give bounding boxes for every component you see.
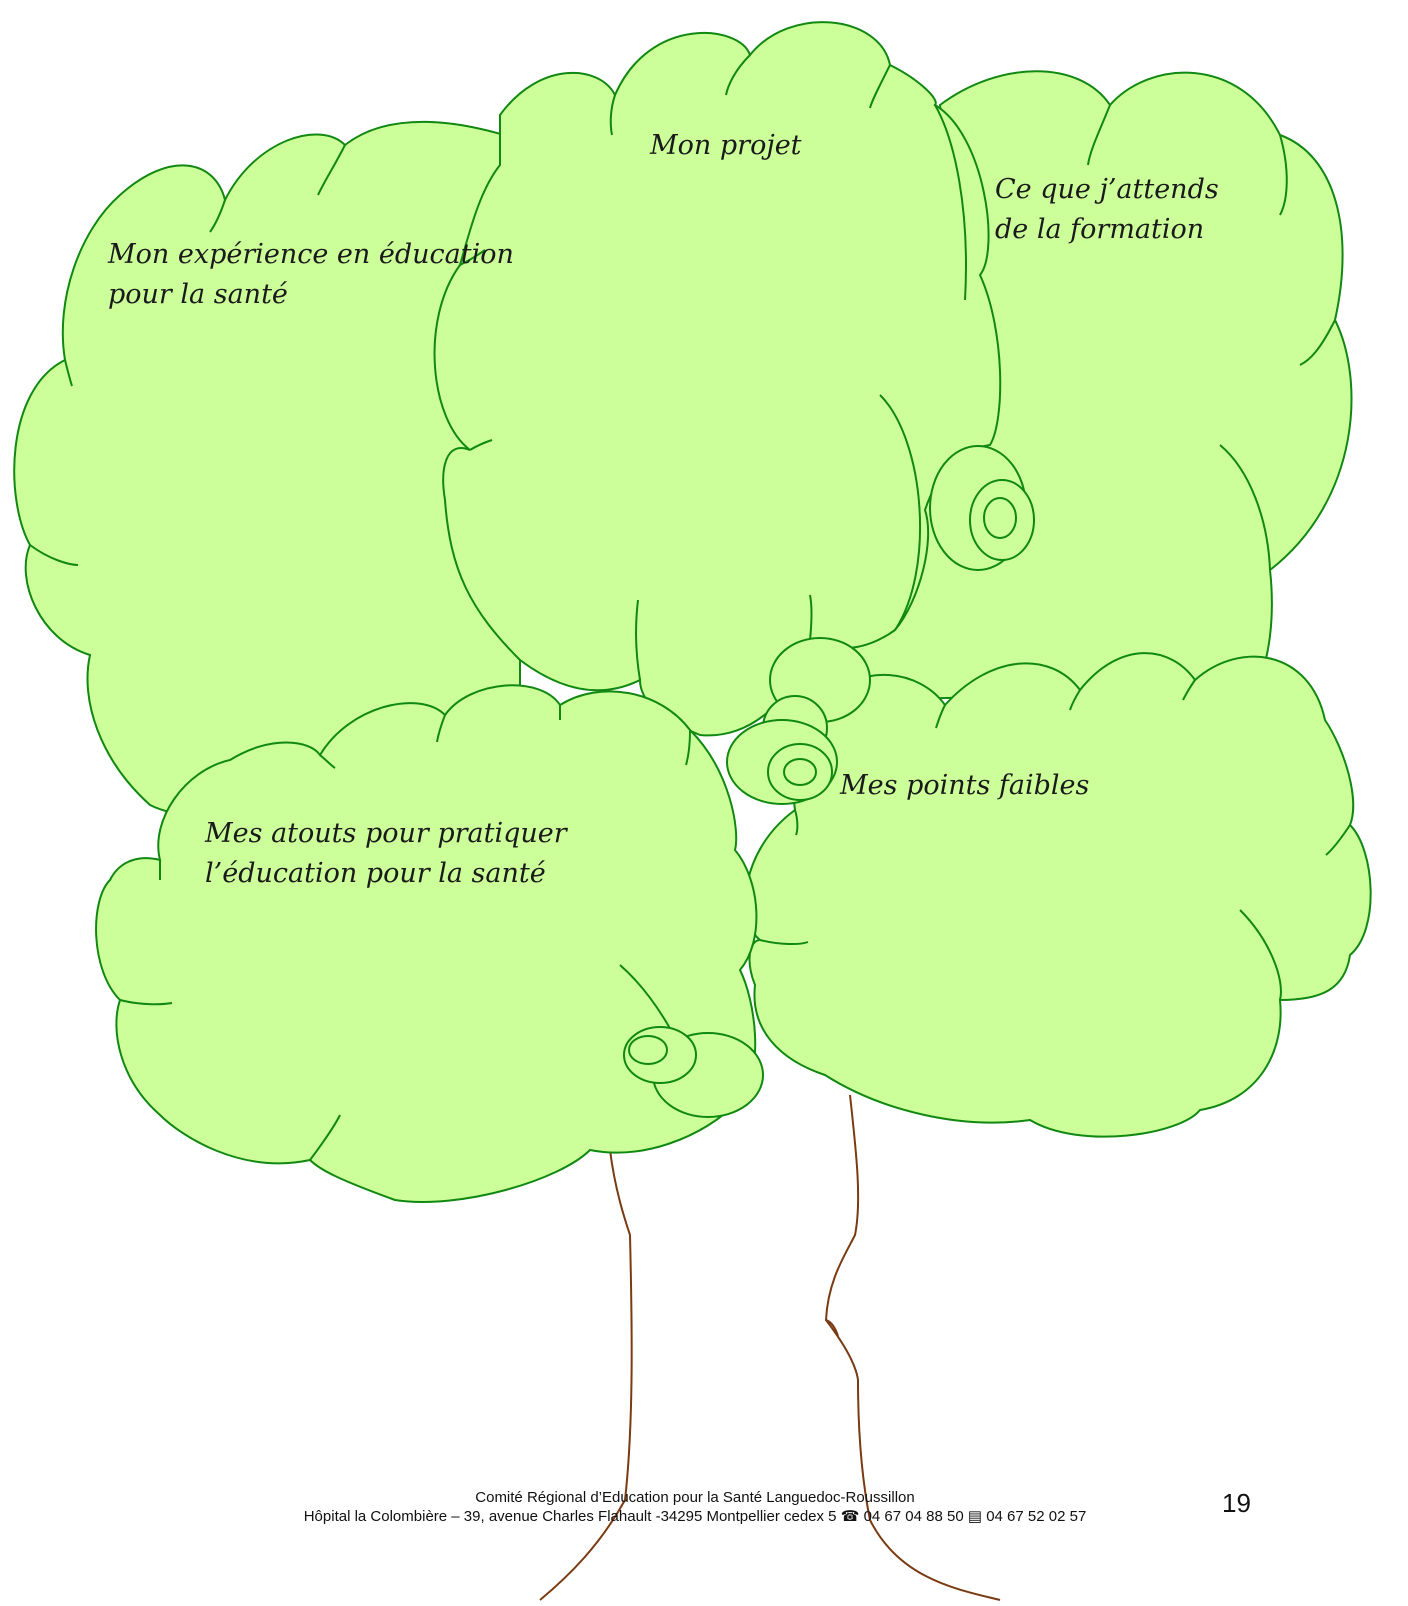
label-atouts: Mes atouts pour pratiquer l’éducation po… xyxy=(205,818,567,889)
fax-icon: ▤ xyxy=(967,1508,983,1525)
branch-knot-left xyxy=(623,1026,764,1118)
telephone-icon: ☎ xyxy=(840,1508,860,1525)
footer-fax: 04 67 52 02 57 xyxy=(986,1508,1087,1525)
footer-address-line: Hôpital la Colombière – 39, avenue Charl… xyxy=(180,1507,1210,1526)
page-number: 19 xyxy=(1222,1488,1251,1518)
footer-phone: 04 67 04 88 50 xyxy=(863,1508,964,1525)
footer-organization: Comité Régional d’Education pour la Sant… xyxy=(475,1489,915,1506)
label-attentes: Ce que j’attends de la formation xyxy=(995,174,1219,245)
branch-knot-center xyxy=(726,637,871,805)
label-projet: Mon projet xyxy=(650,130,802,161)
cloud-projet xyxy=(433,21,1002,737)
footer-address: Hôpital la Colombière – 39, avenue Charl… xyxy=(303,1508,837,1525)
tree-trunk xyxy=(539,1094,1001,1601)
label-experience: Mon expérience en éducation pour la sant… xyxy=(108,239,514,310)
branch-knot-right xyxy=(929,445,1035,571)
page-footer: Comité Régional d’Education pour la Sant… xyxy=(180,1488,1210,1526)
label-faibles: Mes points faibles xyxy=(840,770,1090,801)
cloud-faibles xyxy=(744,652,1372,1138)
